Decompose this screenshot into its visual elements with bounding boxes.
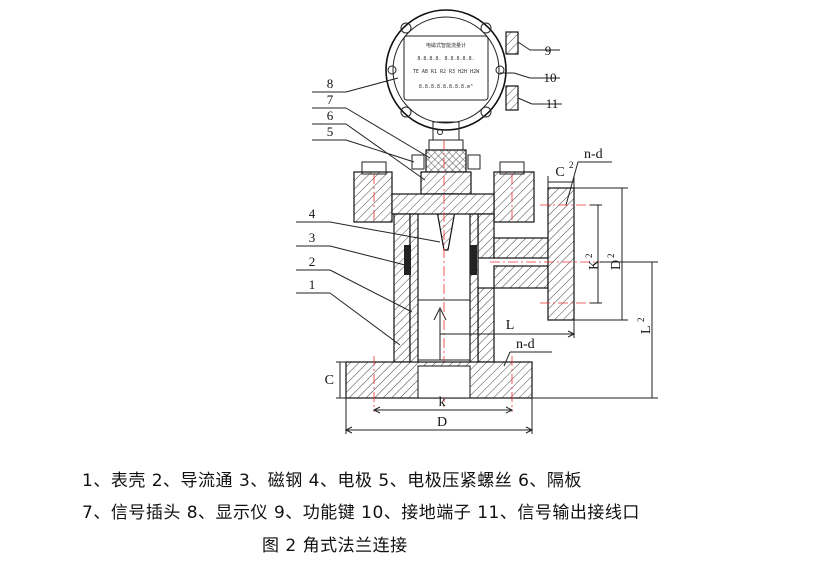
dim-k: k <box>439 395 446 410</box>
display-window <box>403 35 489 101</box>
callout-1: 1 <box>309 277 316 292</box>
dim-c2: C <box>555 165 564 180</box>
callout-3: 3 <box>309 230 316 245</box>
dim-l2: L <box>639 325 654 334</box>
magnet-right <box>470 245 477 275</box>
neck-collar <box>428 139 464 151</box>
callout-10: 10 <box>544 70 557 85</box>
callout-9: 9 <box>545 43 552 58</box>
callout-8: 8 <box>327 76 334 91</box>
magnet-left <box>404 245 411 275</box>
dim-nd-bottom: n-d <box>516 337 535 352</box>
legend-line-2: 7、信号插头 8、显示仪 9、功能键 10、接地端子 11、信号输出接线口 <box>82 503 640 523</box>
dim-k2: K <box>587 260 602 270</box>
dim-c2-sub: 2 <box>569 160 574 170</box>
callouts: 8 7 6 5 4 3 2 1 9 10 <box>296 41 562 346</box>
flange-cover <box>391 193 495 215</box>
callout-6: 6 <box>327 108 334 123</box>
dim-nd-top: n-d <box>584 147 603 162</box>
meter-housing-inner <box>392 16 500 124</box>
side-flange <box>547 187 575 321</box>
legend-line-1: 1、表壳 2、导流通 3、磁钢 4、电极 5、电极压紧螺丝 6、隔板 <box>82 471 582 491</box>
meter-title: 电磁式智能流量计 <box>426 42 466 49</box>
callout-4: 4 <box>309 206 316 221</box>
display-head: 电磁式智能流量计 8.8.8.8. 8.8.8.8.8. TE AB R1 R2… <box>385 9 519 151</box>
housing-bolt-br <box>480 106 492 118</box>
housing-bolt-bl <box>400 106 412 118</box>
dim-l2-sub: 2 <box>636 318 646 323</box>
bottom-flange <box>345 356 533 412</box>
figure-title: 图 2 角式法兰连接 <box>262 536 408 556</box>
dim-k2-sub: 2 <box>584 254 594 259</box>
meter-housing-outer <box>385 9 507 131</box>
dim-c-side: C <box>325 373 334 388</box>
dim-d: D <box>437 415 447 430</box>
neck-screw <box>437 129 443 135</box>
callout-7: 7 <box>327 92 334 107</box>
dim-d2: D <box>609 260 624 270</box>
meter-row3: 8.8.8.8.8.8.8.8.m³ <box>419 84 473 90</box>
electrode-nut-right <box>467 154 481 170</box>
dim-l: L <box>506 318 515 333</box>
function-key <box>505 31 519 55</box>
electrode-nut-left <box>411 154 425 170</box>
flow-tube-right <box>469 213 479 367</box>
housing-bolt-tr <box>480 22 492 34</box>
top-flange-left <box>353 171 393 223</box>
body-wall-right-upper <box>477 213 495 259</box>
meter-row1: 8.8.8.8. 8.8.8.8.8. <box>417 56 474 62</box>
outlet-wall-bottom <box>493 265 549 289</box>
signal-output-port <box>505 85 519 111</box>
signal-plug <box>425 149 467 173</box>
head-neck <box>432 121 460 141</box>
dim-d2-sub: 2 <box>606 254 616 259</box>
housing-bolt-r <box>495 65 505 75</box>
partition-plate <box>420 171 472 195</box>
body-wall-right-lower <box>477 287 495 363</box>
callout-5: 5 <box>327 124 334 139</box>
top-flange-right <box>493 171 535 223</box>
housing-bolt-l <box>387 65 397 75</box>
outlet-wall-top <box>493 237 549 259</box>
bottom-bore <box>417 365 471 399</box>
housing-bolt-tl <box>400 22 412 34</box>
callout-2: 2 <box>309 254 316 269</box>
side-outlet <box>490 187 600 321</box>
callout-11: 11 <box>546 96 559 111</box>
meter-row2: TE AB R1 R2 R3 H2H H2W <box>413 69 480 75</box>
dimensions: C k D L C 2 n-d K 2 <box>325 147 658 434</box>
top-flange <box>353 161 535 223</box>
